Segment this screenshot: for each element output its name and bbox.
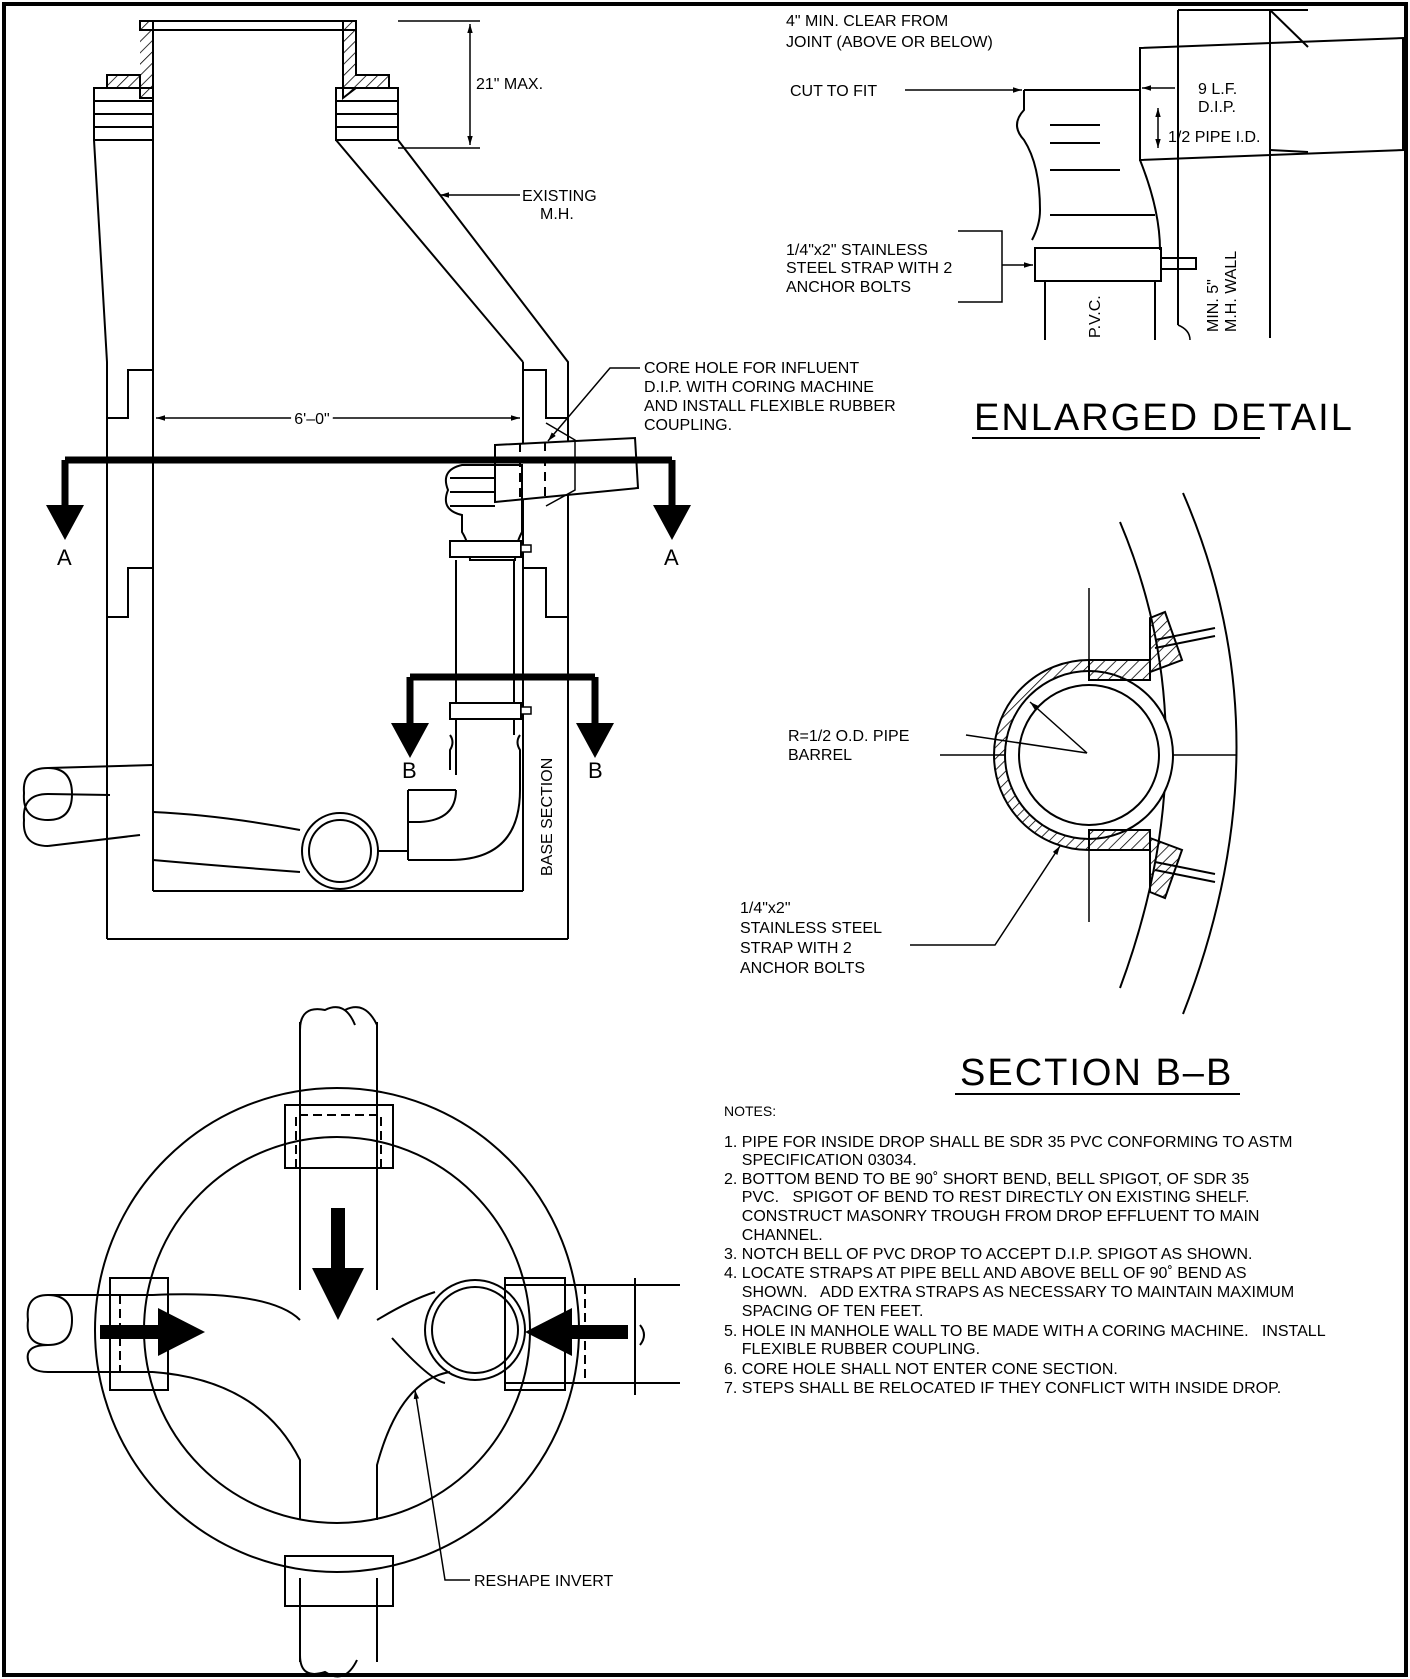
section-b-b-title: SECTION B–B — [960, 1052, 1233, 1094]
dim-6-0: 6'–0" — [294, 411, 329, 428]
label-core-hole-3: AND INSTALL FLEXIBLE RUBBER — [644, 398, 896, 415]
note-line: 7. STEPS SHALL BE RELOCATED IF THEY CONF… — [724, 1380, 1281, 1397]
flow-arrows — [100, 1208, 628, 1356]
note-line: 1. PIPE FOR INSIDE DROP SHALL BE SDR 35 … — [724, 1134, 1292, 1151]
label-existing-mh-2: M.H. — [540, 206, 574, 223]
label-existing-mh: EXISTING — [522, 188, 597, 205]
notes-heading: NOTES: — [724, 1103, 776, 1119]
flow-arrow-left-shaft — [100, 1325, 160, 1339]
label-bb-strap-3: STRAP WITH 2 — [740, 940, 852, 957]
note-line: CONSTRUCT MASONRY TROUGH FROM DROP EFFLU… — [724, 1208, 1259, 1225]
section-cut-b-b — [391, 673, 614, 758]
note-line: 5. HOLE IN MANHOLE WALL TO BE MADE WITH … — [724, 1323, 1326, 1340]
label-bb-strap: 1/4"x2" — [740, 900, 791, 917]
section-b-left-label: B — [402, 758, 417, 783]
note-line: 4. LOCATE STRAPS AT PIPE BELL AND ABOVE … — [724, 1265, 1247, 1282]
flow-arrow-right-head — [525, 1308, 572, 1356]
label-pvc: P.V.C. — [1087, 295, 1104, 338]
flow-arrow-top-head — [312, 1268, 364, 1320]
label-strap: 1/4"x2" STAINLESS — [786, 242, 928, 259]
note-line: SPECIFICATION 03034. — [724, 1152, 917, 1169]
note-line: 3. NOTCH BELL OF PVC DROP TO ACCEPT D.I.… — [724, 1246, 1252, 1263]
section-a-right-label: A — [664, 545, 679, 570]
label-bb-strap-2: STAINLESS STEEL — [740, 920, 882, 937]
note-line: CHANNEL. — [724, 1227, 823, 1244]
dim-21-max: 21" MAX. — [476, 76, 543, 93]
flow-arrow-right-shaft — [570, 1325, 628, 1339]
label-radius: R=1/2 O.D. PIPE — [788, 728, 909, 745]
section-b-b-drawing — [910, 492, 1238, 1015]
enlarged-detail-title: ENLARGED DETAIL — [974, 397, 1354, 439]
note-line: FLEXIBLE RUBBER COUPLING. — [724, 1341, 980, 1358]
notes-block: NOTES: 1. PIPE FOR INSIDE DROP SHALL BE … — [724, 1103, 1326, 1397]
label-radius-2: BARREL — [788, 747, 852, 764]
label-half-pipe-id: 1/2 PIPE I.D. — [1168, 129, 1260, 146]
flow-arrow-left-head — [158, 1308, 205, 1356]
label-strap-3: ANCHOR BOLTS — [786, 279, 911, 296]
label-core-hole-4: COUPLING. — [644, 417, 732, 434]
label-cut-to-fit: CUT TO FIT — [790, 83, 877, 100]
label-clear-from-joint-2: JOINT (ABOVE OR BELOW) — [786, 34, 993, 51]
manhole-elevation — [22, 20, 640, 940]
section-a-left-label: A — [57, 545, 72, 570]
label-bb-strap-4: ANCHOR BOLTS — [740, 960, 865, 977]
label-core-hole: CORE HOLE FOR INFLUENT — [644, 360, 859, 377]
label-base-section: BASE SECTION — [539, 758, 556, 876]
label-strap-2: STEEL STRAP WITH 2 — [786, 260, 952, 277]
flow-arrow-top-shaft — [331, 1208, 345, 1270]
label-clear-from-joint: 4" MIN. CLEAR FROM — [786, 13, 948, 30]
label-min-wall: MIN. 5" — [1205, 279, 1222, 332]
label-core-hole-2: D.I.P. WITH CORING MACHINE — [644, 379, 874, 396]
section-b-right-label: B — [588, 758, 603, 783]
note-line: SPACING OF TEN FEET. — [724, 1303, 923, 1320]
enlarged-detail-drawing — [905, 9, 1408, 341]
note-line: 2. BOTTOM BEND TO BE 90˚ SHORT BEND, BEL… — [724, 1171, 1249, 1188]
note-line: PVC. SPIGOT OF BEND TO REST DIRECTLY ON … — [724, 1189, 1249, 1206]
note-line: 6. CORE HOLE SHALL NOT ENTER CONE SECTIO… — [724, 1361, 1118, 1378]
label-mh-wall: M.H. WALL — [1223, 251, 1240, 332]
label-9-lf: 9 L.F. — [1198, 81, 1237, 98]
note-line: SHOWN. ADD EXTRA STRAPS AS NECESSARY TO … — [724, 1284, 1294, 1301]
label-reshape-invert: RESHAPE INVERT — [474, 1573, 614, 1590]
section-cut-a-a — [46, 456, 691, 540]
label-dip: D.I.P. — [1198, 99, 1236, 116]
